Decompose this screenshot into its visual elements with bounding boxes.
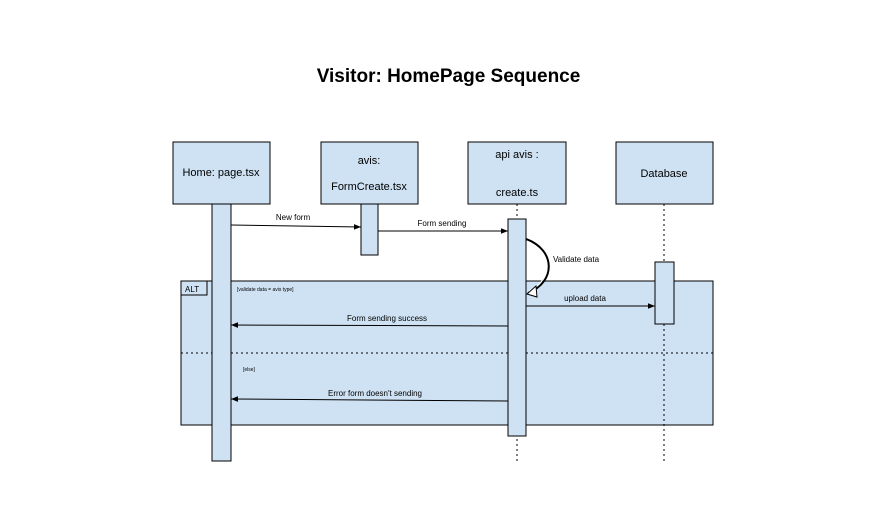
message-new-form-arrow: [230, 224, 362, 230]
message-new-form-label: New form: [276, 213, 311, 222]
participant-home-label: Home: page.tsx: [182, 167, 260, 179]
message-upload-label: upload data: [564, 294, 606, 303]
alt-label-box: [180, 280, 208, 296]
diagram-title: Visitor: HomePage Sequence: [316, 66, 581, 87]
message-form-sending-label: Form sending: [418, 219, 467, 228]
alt-guard-else: [else]: [243, 367, 256, 373]
alt-label: ALT: [185, 285, 199, 294]
activation-api: [507, 218, 527, 437]
message-success-label: Form sending success: [347, 314, 427, 323]
message-validate-label: Validate data: [553, 255, 600, 264]
participant-api-label-1: api avis :: [495, 149, 538, 161]
activation-form: [360, 203, 379, 256]
message-validate-arrowhead: [525, 284, 538, 298]
participant-db-label: Database: [640, 168, 687, 180]
participant-form-label-1: avis:: [358, 155, 381, 167]
activation-db: [654, 261, 675, 325]
alt-guard-valid: [validate data = avis type]: [237, 287, 294, 293]
message-error-arrow: [230, 396, 509, 402]
message-success-arrow: [230, 322, 509, 328]
message-error-label: Error form doesn't sending: [328, 389, 422, 398]
participant-form-label-2: FormCreate.tsx: [331, 181, 407, 193]
activation-home: [211, 203, 232, 462]
participant-api-label-2: create.ts: [496, 187, 539, 199]
participant-api-box: [467, 141, 567, 205]
participant-form-box: [320, 141, 419, 205]
participant-db-box: [615, 141, 714, 205]
